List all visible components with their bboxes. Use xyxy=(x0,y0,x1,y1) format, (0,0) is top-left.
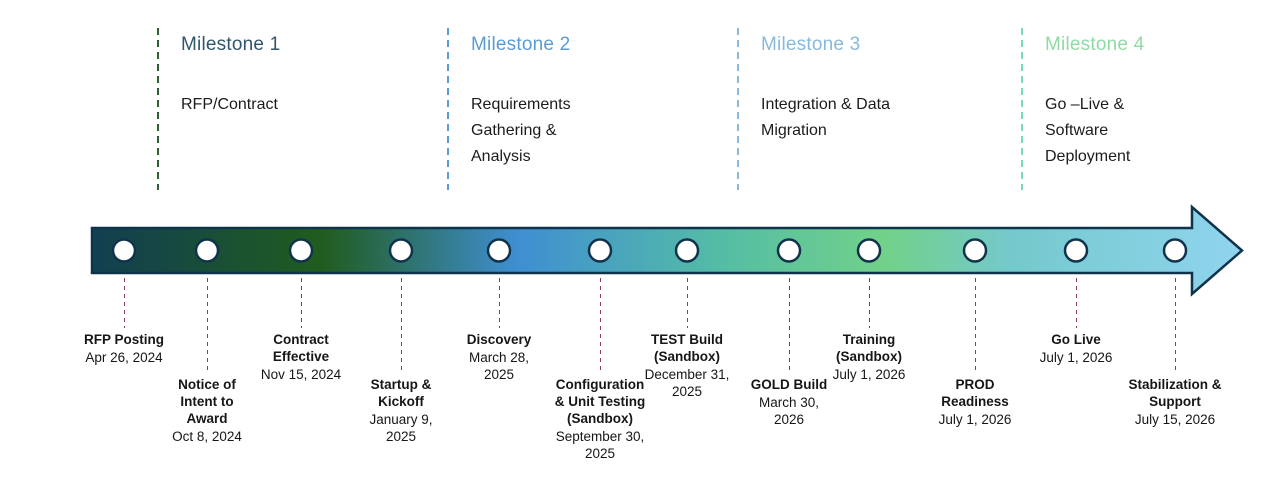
milestone-divider-line xyxy=(1021,28,1023,190)
milestone-title: Milestone 2 xyxy=(471,34,571,55)
timeline-arrow xyxy=(90,204,1244,297)
milestone-subtitle: Integration & Data Migration xyxy=(761,96,890,139)
event-label: Configuration & Unit Testing (Sandbox)Se… xyxy=(550,376,650,462)
event-connector-line xyxy=(1175,278,1176,373)
event-connector-line xyxy=(687,278,688,328)
event-name: Notice of Intent to Award xyxy=(178,377,236,426)
event-date: Apr 26, 2024 xyxy=(85,350,163,365)
milestone-subtitle: Go –Live & Software Deployment xyxy=(1045,96,1131,165)
milestone-section-3: Milestone 3 Integration & Data Migration xyxy=(737,28,896,198)
event-connector-line xyxy=(1076,278,1077,328)
event-name: Go Live xyxy=(1051,332,1101,347)
timeline-dot xyxy=(674,238,700,263)
timeline-dot xyxy=(288,238,314,263)
milestone-title: Milestone 3 xyxy=(761,34,861,55)
timeline-dot xyxy=(776,238,802,263)
event-name: GOLD Build xyxy=(750,377,828,392)
event-date: Oct 8, 2024 xyxy=(172,429,242,444)
event-date: Nov 15, 2024 xyxy=(260,367,342,382)
event-connector-line xyxy=(401,278,402,373)
event-date: July 1, 2026 xyxy=(832,367,906,382)
timeline-dot xyxy=(587,238,613,263)
event-connector-line xyxy=(789,278,790,373)
milestone-title: Milestone 1 xyxy=(181,34,281,55)
arrow-shape xyxy=(90,204,1244,297)
milestone-section-2: Milestone 2 Requirements Gathering & Ana… xyxy=(447,28,601,198)
event-name: RFP Posting xyxy=(83,332,164,347)
timeline-dot xyxy=(486,238,512,263)
timeline-dot xyxy=(1063,238,1089,263)
event-name: PROD Readiness xyxy=(941,377,1009,409)
timeline-dot xyxy=(962,238,988,263)
event-connector-line xyxy=(869,278,870,328)
event-connector-line xyxy=(124,278,125,328)
timeline-dot xyxy=(194,238,220,263)
milestone-title: Milestone 4 xyxy=(1045,34,1145,55)
event-connector-line xyxy=(301,278,302,328)
event-date: March 28, 2025 xyxy=(468,350,530,382)
event-name: Configuration & Unit Testing (Sandbox) xyxy=(554,377,646,426)
event-date: July 15, 2026 xyxy=(1134,412,1216,427)
event-date: July 1, 2026 xyxy=(1039,350,1113,365)
event-connector-line xyxy=(600,278,601,373)
event-connector-line xyxy=(207,278,208,373)
milestone-section-4: Milestone 4 Go –Live & Software Deployme… xyxy=(1021,28,1160,198)
event-label: TEST Build (Sandbox)December 31, 2025 xyxy=(641,331,733,400)
event-name: Contract Effective xyxy=(272,332,330,364)
event-date: September 30, 2025 xyxy=(555,429,645,461)
event-label: Training (Sandbox) July 1, 2026 xyxy=(827,331,912,383)
timeline-dot xyxy=(1162,238,1188,263)
event-name: Discovery xyxy=(466,332,532,347)
event-name: Startup & Kickoff xyxy=(370,377,432,409)
milestone-section-1: Milestone 1 RFP/Contract xyxy=(157,28,321,198)
milestone-divider-line xyxy=(447,28,449,190)
milestone-subtitle: Requirements Gathering & Analysis xyxy=(471,96,571,165)
milestone-divider-line xyxy=(157,28,159,190)
milestone-subtitle: RFP/Contract xyxy=(181,96,278,113)
event-connector-line xyxy=(499,278,500,328)
event-date: December 31, 2025 xyxy=(644,367,730,399)
timeline-dots xyxy=(111,238,1188,263)
event-date: July 1, 2026 xyxy=(938,412,1012,427)
event-connector-line xyxy=(975,278,976,373)
milestone-divider-line xyxy=(737,28,739,190)
event-name: TEST Build (Sandbox) xyxy=(651,332,723,364)
timeline-dot xyxy=(388,238,414,263)
timeline-dot xyxy=(856,238,882,263)
event-name: Training (Sandbox) xyxy=(836,332,902,364)
event-date: January 9, 2025 xyxy=(369,412,433,444)
event-name: Stabilization & Support xyxy=(1128,377,1222,409)
timeline-dot xyxy=(111,238,137,263)
event-date: March 30, 2026 xyxy=(758,395,820,427)
